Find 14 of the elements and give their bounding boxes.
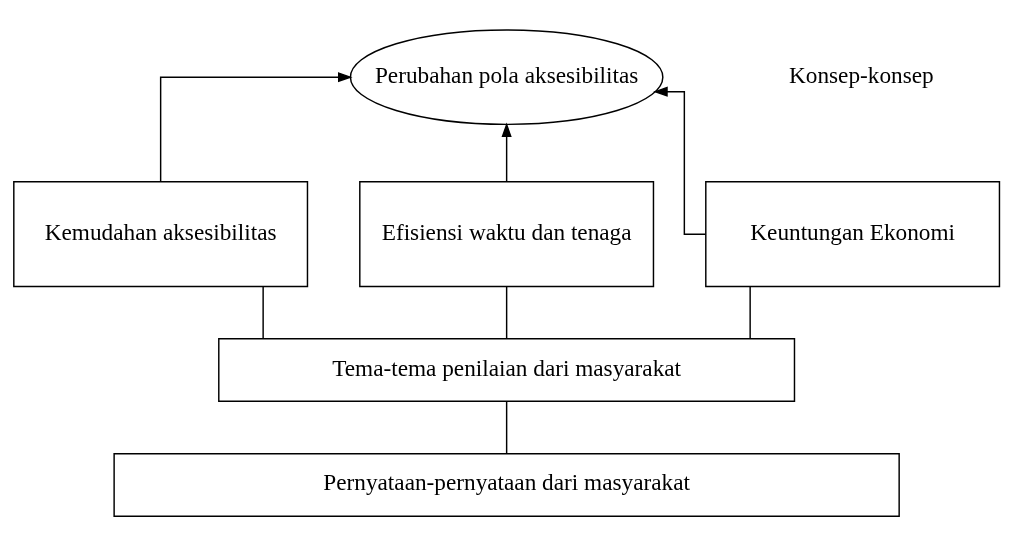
node-box: Efisiensi waktu dan tenaga bbox=[359, 180, 655, 287]
node-ellipse: Perubahan pola aksesibilitas bbox=[349, 28, 664, 125]
label: Konsep-konsep bbox=[789, 61, 934, 88]
connector bbox=[505, 285, 508, 339]
arrow bbox=[653, 86, 707, 235]
node-box: Pernyataan-pernyataan dari masyarakat bbox=[113, 452, 900, 517]
arrow bbox=[501, 122, 512, 182]
node-box: Tema-tema penilaian dari masyarakat bbox=[218, 337, 796, 402]
connector bbox=[505, 400, 508, 454]
connector bbox=[262, 285, 264, 339]
node-box: Keuntungan Ekonomi bbox=[705, 180, 1001, 287]
node-box: Kemudahan aksesibilitas bbox=[13, 180, 309, 287]
arrow bbox=[159, 71, 353, 182]
connector bbox=[749, 285, 751, 339]
